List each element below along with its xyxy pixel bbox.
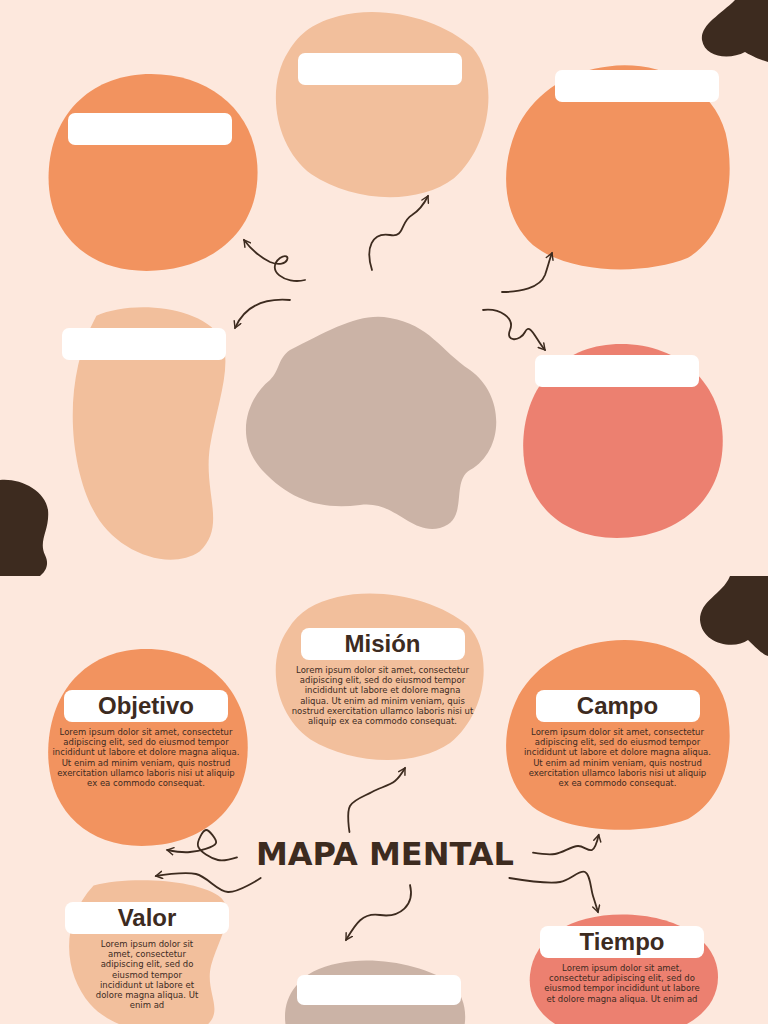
template-blob xyxy=(506,65,730,269)
branch-arrow xyxy=(533,835,599,854)
template-blob xyxy=(276,12,489,197)
template-arrow xyxy=(369,196,428,270)
topic-heading: Objetivo xyxy=(64,690,228,722)
template-blob xyxy=(285,961,465,1024)
empty-label-bar xyxy=(555,70,719,102)
empty-label-bar xyxy=(62,328,226,360)
dark-corner xyxy=(0,480,48,576)
empty-label-bar xyxy=(297,975,461,1005)
empty-label-bar xyxy=(68,113,232,145)
branch-arrow xyxy=(509,872,598,912)
central-topic: MAPA MENTAL xyxy=(237,832,533,878)
dark-corner xyxy=(700,576,768,656)
topic-body: Lorem ipsum dolor sit amet, consectetur … xyxy=(52,727,240,788)
topic-blob: TiempoLorem ipsum dolor sit amet, consec… xyxy=(522,912,722,1024)
branch-arrow xyxy=(346,885,411,940)
dark-corner xyxy=(702,0,768,62)
template-arrow xyxy=(483,310,545,350)
topic-heading: Valor xyxy=(65,902,229,934)
template-arrow xyxy=(502,253,552,292)
topic-heading: Misión xyxy=(301,628,465,660)
template-blob xyxy=(523,344,723,538)
topic-blob: MisiónLorem ipsum dolor sit amet, consec… xyxy=(270,590,495,768)
template-arrow xyxy=(235,300,290,328)
branch-arrow xyxy=(348,768,405,832)
template-blob xyxy=(49,74,258,271)
topic-body: Lorem ipsum dolor sit amet, consectetur … xyxy=(290,665,475,726)
topic-body: Lorem ipsum dolor sit amet, consectetur … xyxy=(524,727,712,788)
topic-heading: Campo xyxy=(536,690,700,722)
topic-blob: ObjetivoLorem ipsum dolor sit amet, cons… xyxy=(40,645,252,850)
empty-label-bar xyxy=(298,53,462,85)
template-arrow xyxy=(244,240,305,281)
topic-body: Lorem ipsum dolor sit amet, consectetur … xyxy=(90,939,204,1010)
topic-blob: ValorLorem ipsum dolor sit amet, consect… xyxy=(58,876,236,1024)
template-center-blob xyxy=(246,317,496,529)
topic-blob: CampoLorem ipsum dolor sit amet, consect… xyxy=(500,635,735,835)
central-title: MAPA MENTAL xyxy=(237,834,533,876)
topic-heading: Tiempo xyxy=(540,926,704,958)
topic-body: Lorem ipsum dolor sit amet, consectetur … xyxy=(539,963,705,1004)
empty-label-bar xyxy=(535,355,699,387)
